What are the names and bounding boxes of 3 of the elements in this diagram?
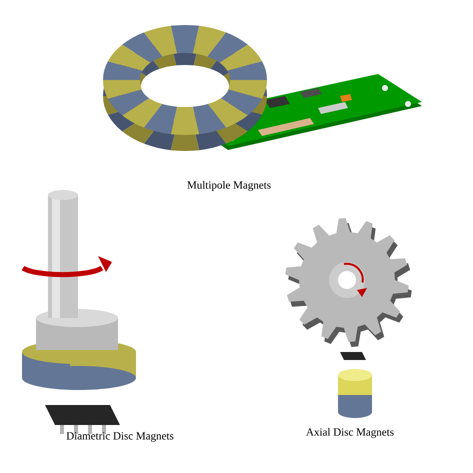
caption: Multipole Magnets [187,181,271,191]
caption: Diametric Disc Magnets [66,432,174,442]
caption: Axial Disc Magnets [306,428,394,438]
